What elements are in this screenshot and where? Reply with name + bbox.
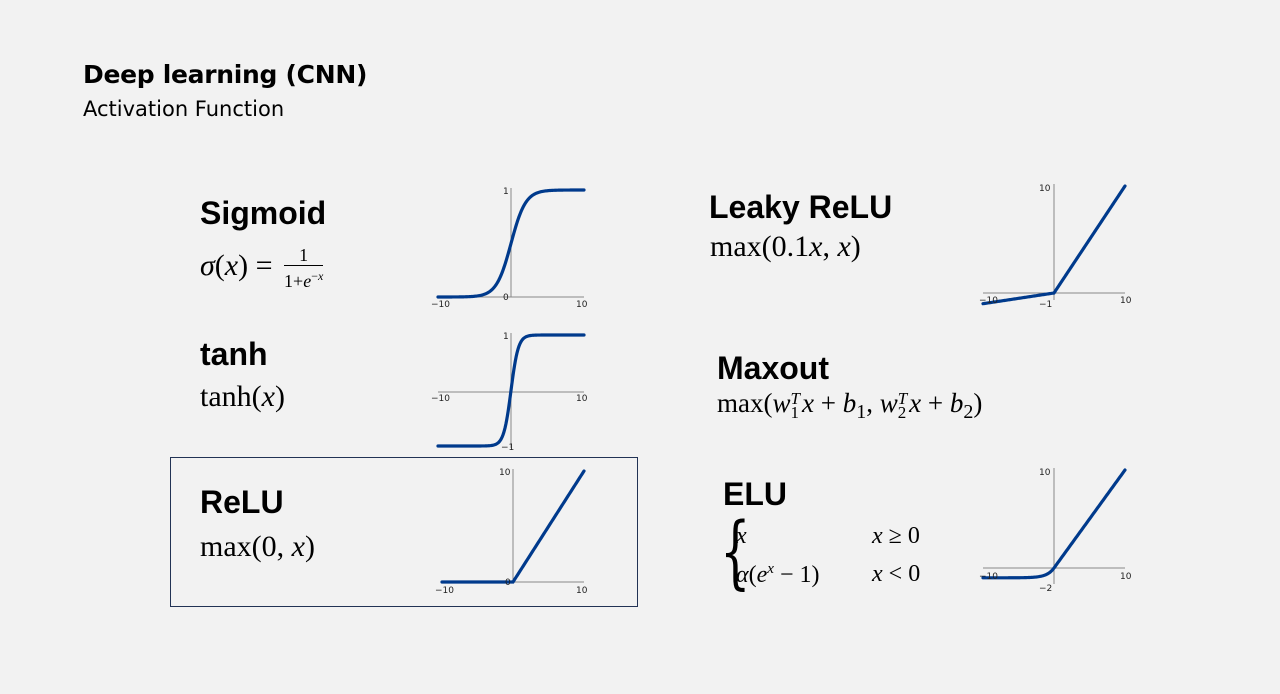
sigmoid-y-min-label: 0 <box>503 293 509 303</box>
leaky-x-max-label: 10 <box>1120 296 1132 306</box>
relu-name: ReLU <box>200 484 284 520</box>
elu-name: ELU <box>723 476 787 512</box>
relu-plot: −10 10 10 0 <box>435 468 588 596</box>
elu-curve <box>981 468 1127 580</box>
elu-y-min-label: −2 <box>1039 584 1052 594</box>
sigmoid-curve <box>436 188 586 299</box>
maxout-name: Maxout <box>717 350 829 386</box>
elu-brace: { <box>720 505 751 598</box>
tanh-plot: −10 10 1 −1 <box>431 332 588 453</box>
relu-y-min-label: 0 <box>505 578 511 588</box>
elu-plot: −10 10 10 −2 <box>979 468 1132 594</box>
leaky-relu-formula: max(0.1x, x) <box>710 230 861 263</box>
leaky-relu-plot: −10 10 10 −1 <box>979 184 1132 310</box>
sigmoid-x-min-label: −10 <box>431 300 450 310</box>
leaky-y-min-label: −1 <box>1039 300 1052 310</box>
leaky-y-max-label: 10 <box>1039 184 1051 194</box>
sigmoid-name: Sigmoid <box>200 195 327 231</box>
leaky-relu-curve <box>981 184 1127 306</box>
leaky-x-min-label: −10 <box>979 296 998 306</box>
elu-y-max-label: 10 <box>1039 468 1051 478</box>
tanh-x-max-label: 10 <box>576 394 588 404</box>
tanh-name: tanh <box>200 336 268 372</box>
relu-highlight-box <box>170 457 638 607</box>
relu-x-min-label: −10 <box>435 586 454 596</box>
tanh-x-min-label: −10 <box>431 394 450 404</box>
sigmoid-y-max-label: 1 <box>503 187 509 197</box>
tanh-formula: tanh(x) <box>200 380 285 413</box>
relu-formula: max(0, x) <box>200 530 315 563</box>
sigmoid-plot: −10 10 1 0 <box>431 187 588 310</box>
leaky-relu-name: Leaky ReLU <box>709 189 893 225</box>
relu-y-max-label: 10 <box>499 468 511 478</box>
slide-subtitle: Activation Function <box>83 97 285 121</box>
tanh-curve <box>436 333 586 448</box>
slide-title: Deep learning (CNN) <box>83 60 368 89</box>
relu-curve <box>440 469 586 584</box>
tanh-y-min-label: −1 <box>501 443 514 453</box>
elu-x-min-label: −10 <box>979 572 998 582</box>
relu-x-max-label: 10 <box>576 586 588 596</box>
tanh-y-max-label: 1 <box>503 332 509 342</box>
sigmoid-x-max-label: 10 <box>576 300 588 310</box>
elu-x-max-label: 10 <box>1120 572 1132 582</box>
